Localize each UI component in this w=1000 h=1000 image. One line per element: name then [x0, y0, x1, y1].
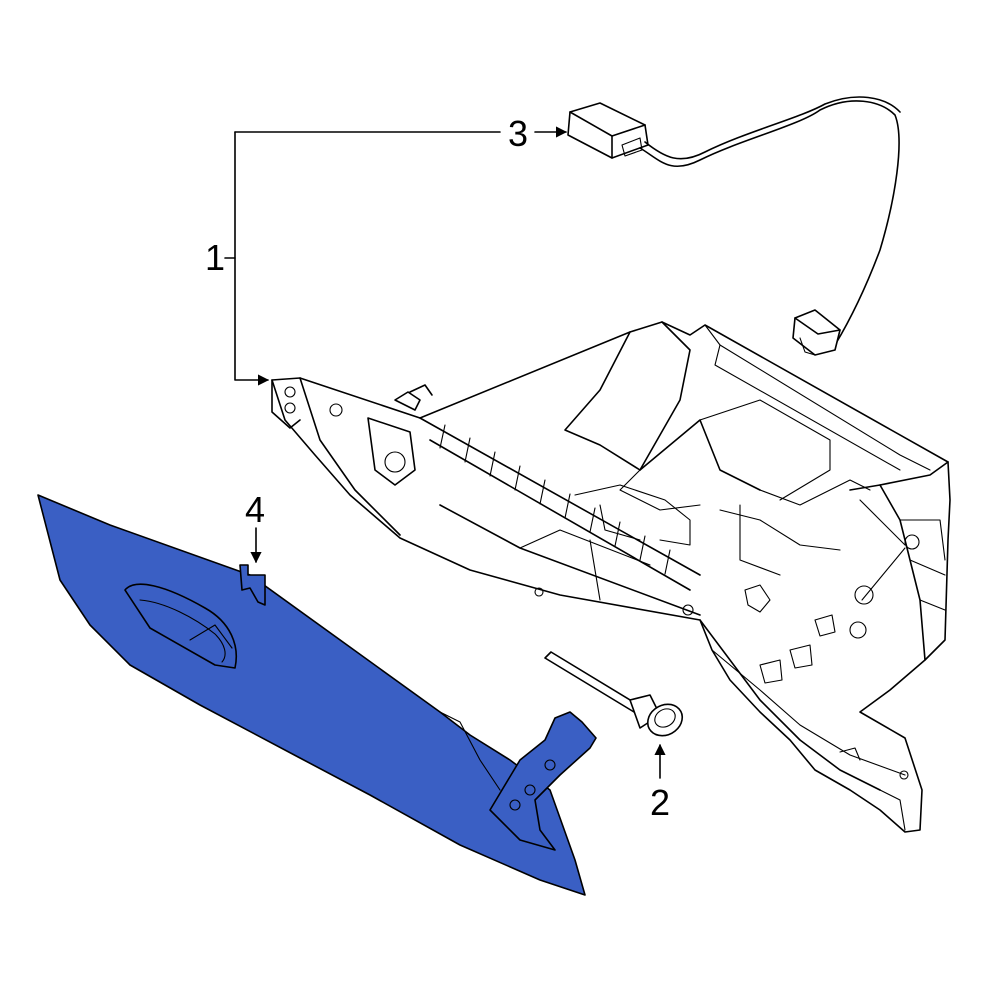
leader-lines: [224, 126, 666, 779]
callout-3: 3: [508, 113, 528, 154]
glove-box-housing: [271, 321, 951, 833]
callout-2: 2: [650, 782, 670, 823]
glove-box-door: [37, 494, 597, 896]
hinge-pin: [544, 651, 684, 737]
callout-4: 4: [245, 489, 265, 530]
callout-1: 1: [205, 237, 225, 278]
wiring-harness-switch: [567, 96, 901, 356]
